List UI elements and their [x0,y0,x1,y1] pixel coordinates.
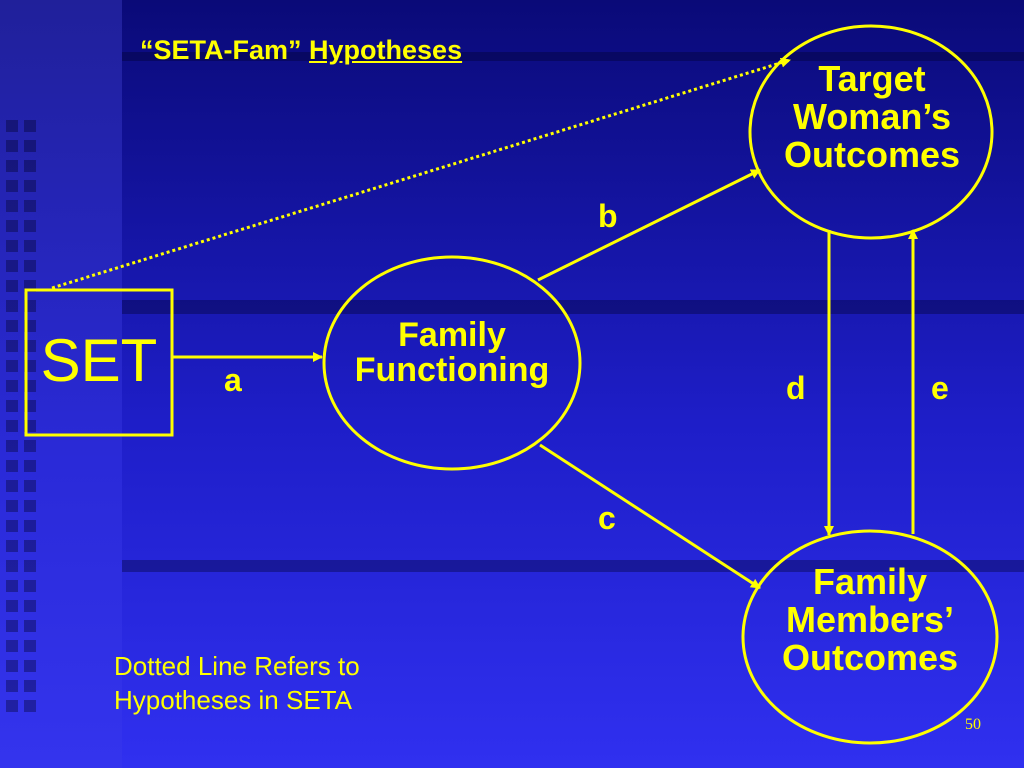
title-prefix: “SETA-Fam” [140,35,302,65]
edge-label-b: b [598,198,618,234]
decorative-band [122,52,1024,61]
title-underlined: Hypotheses [309,35,463,65]
target-line2: Woman’s [792,95,952,137]
footnote-line1: Dotted Line Refers to [114,651,360,681]
edge-label-d: d [786,370,806,406]
set-box [24,288,174,437]
decorative-side-strip [0,0,122,768]
dotted-connector-set-to-target [51,57,791,290]
edge-label-c: c [598,500,616,536]
footnote-line2: Hypotheses in SETA [114,684,352,715]
edge-label-e: e [931,370,949,406]
arrow-b [537,168,761,282]
slide-title: “SETA-Fam” Hypotheses [140,35,462,66]
target-line1: Target [818,58,926,99]
family-functioning-ellipse [322,255,582,471]
target-outcomes-label: Target Woman’s Outcomes [752,60,992,173]
members-line1: Family [812,561,928,602]
members-line2: Members’ [785,598,955,640]
family-functioning-line2: Functioning [354,350,550,389]
members-line3: Outcomes [781,636,959,678]
target-line3: Outcomes [783,133,961,175]
family-members-outcomes-label: Family Members’ Outcomes [744,563,996,676]
family-members-outcomes-ellipse [741,529,999,745]
arrow-c [539,443,761,590]
target-outcomes-ellipse [748,24,994,240]
family-functioning-line1: Family [398,316,506,354]
decorative-band [122,560,1024,572]
set-label: SET [40,327,158,394]
page-number: 50 [965,716,981,733]
footnote: Dotted Line Refers to Hypotheses in SETA [114,650,360,718]
edge-label-a: a [224,362,242,398]
decorative-squares [6,120,118,720]
family-functioning-label: Family Functioning [324,318,580,387]
